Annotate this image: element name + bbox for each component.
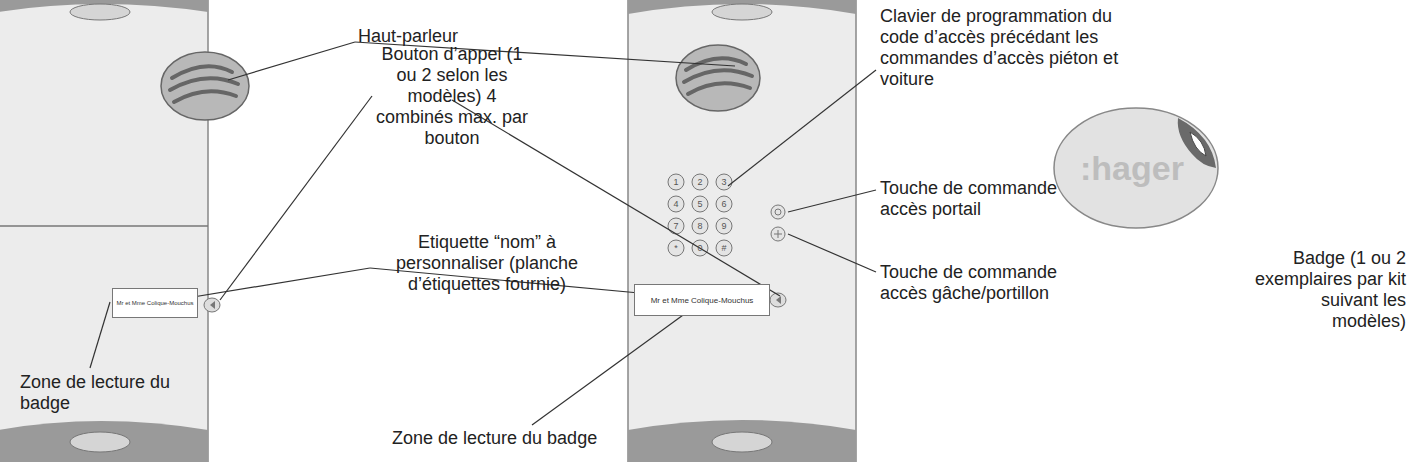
callout-label: Etiquette “nom” à personnaliser (planche… <box>372 232 602 295</box>
keypad-key <box>668 218 684 234</box>
key-digit: 4 <box>668 199 684 209</box>
keypad-key <box>692 174 708 190</box>
callout-label: Zone de lecture du badge <box>20 372 190 414</box>
keypad-key <box>692 240 708 256</box>
keypad-key <box>668 196 684 212</box>
left-panel <box>0 0 249 462</box>
keypad-key <box>716 196 732 212</box>
leader-lines <box>90 42 876 425</box>
keypad-key <box>668 240 684 256</box>
callout-label: Touche de commande accès portail <box>880 178 1065 220</box>
keypad-key <box>716 218 732 234</box>
callout-label: Haut-parleur <box>358 26 508 47</box>
keypad-key <box>716 174 732 190</box>
right-panel <box>628 0 856 462</box>
keypad-keys <box>668 174 732 256</box>
key-digit: 5 <box>692 199 708 209</box>
name-text: Mr et Mme Colique-Mouchus <box>651 296 754 305</box>
callout-label: Badge (1 ou 2 exemplaires par kit suivan… <box>1250 248 1406 332</box>
badge-keyfob: :hager <box>1052 106 1220 230</box>
key-digit: 6 <box>716 199 732 209</box>
key-digit: 7 <box>668 221 684 231</box>
callout-label: Zone de lecture du badge <box>392 428 652 449</box>
keypad-key <box>668 174 684 190</box>
name-label: Mr et Mme Colique-Mouchus <box>112 288 198 318</box>
name-label: Mr et Mme Colique-Mouchus <box>634 284 770 316</box>
name-text: Mr et Mme Colique-Mouchus <box>116 299 193 308</box>
keypad-key <box>692 196 708 212</box>
callout-label: Clavier de programmation du code d’accès… <box>880 6 1125 90</box>
key-digit: 2 <box>692 177 708 187</box>
key-digit: 0 <box>692 243 708 253</box>
key-digit: 9 <box>716 221 732 231</box>
callout-label: Bouton d’appel (1 ou 2 selon les modèles… <box>372 44 532 149</box>
key-digit: * <box>668 243 684 253</box>
callout-label: Touche de commande accès gâche/portillon <box>880 262 1070 304</box>
key-digit: 1 <box>668 177 684 187</box>
keypad-key <box>716 240 732 256</box>
brand-logo: :hager <box>1080 149 1184 187</box>
key-digit: 8 <box>692 221 708 231</box>
key-digit: 3 <box>716 177 732 187</box>
keypad-key <box>692 218 708 234</box>
key-digit: # <box>716 243 732 253</box>
